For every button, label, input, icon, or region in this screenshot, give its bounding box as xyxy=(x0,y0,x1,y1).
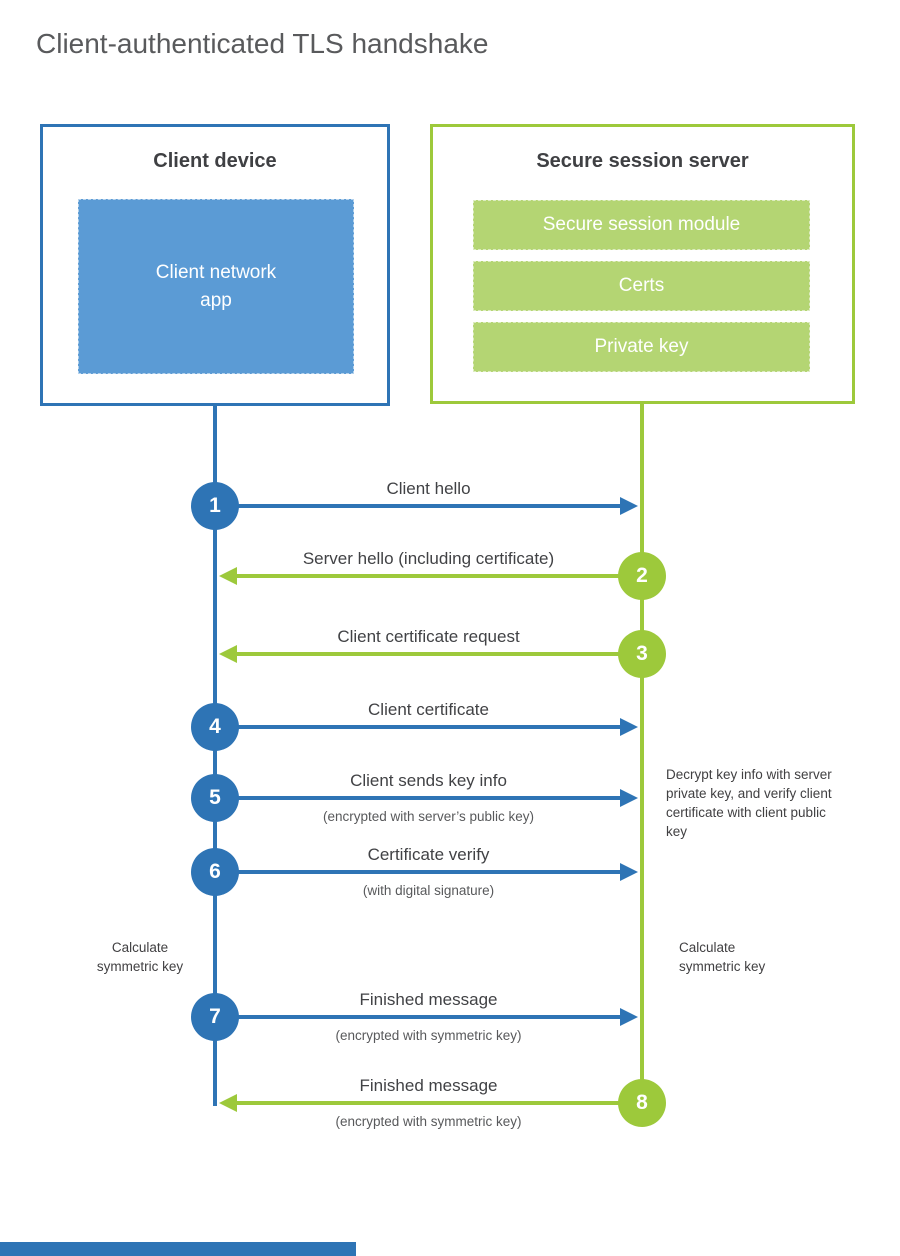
arrow-line xyxy=(215,870,620,874)
footer-bar xyxy=(0,1242,356,1256)
arrow-head-right-icon xyxy=(620,789,638,807)
message-label: Client hello xyxy=(386,479,471,498)
arrow-head-left-icon xyxy=(219,645,237,663)
client-device-box: Client device Client network app xyxy=(40,124,390,406)
arrow-line xyxy=(215,504,620,508)
calculate-symmetric-key-note-client: Calculate symmetric key xyxy=(96,940,184,974)
arrow-line xyxy=(237,574,642,578)
server-lifeline xyxy=(640,404,644,1104)
arrow-head-right-icon xyxy=(620,718,638,736)
decrypt-note: Decrypt key info with server private key… xyxy=(666,767,832,839)
arrow-head-right-icon xyxy=(620,1008,638,1026)
message-label: Client sends key info xyxy=(350,771,507,790)
arrow-line xyxy=(215,1015,620,1019)
step-circle: 8 xyxy=(618,1079,666,1127)
secure-session-module-bar: Secure session module xyxy=(473,200,810,250)
message-label: Certificate verify xyxy=(367,845,490,864)
step-circle: 1 xyxy=(191,482,239,530)
server-box: Secure session server Secure session mod… xyxy=(430,124,855,404)
arrow-head-left-icon xyxy=(219,1094,237,1112)
message-subtext: (encrypted with symmetric key) xyxy=(335,1028,522,1043)
message-label: Finished message xyxy=(359,990,498,1009)
arrow-line xyxy=(237,1101,642,1105)
client-network-app-box: Client network app xyxy=(78,199,354,374)
step-circle: 3 xyxy=(618,630,666,678)
client-network-app-label: Client network app xyxy=(155,261,277,311)
certs-bar: Certs xyxy=(473,261,810,311)
arrow-head-left-icon xyxy=(219,567,237,585)
client-device-title: Client device xyxy=(153,150,277,172)
message-subtext: (encrypted with server’s public key) xyxy=(322,809,535,824)
private-key-bar: Private key xyxy=(473,322,810,372)
step-circle: 2 xyxy=(618,552,666,600)
step-circle: 6 xyxy=(191,848,239,896)
step-circle: 7 xyxy=(191,993,239,1041)
arrow-head-right-icon xyxy=(620,497,638,515)
message-label: Server hello (including certificate) xyxy=(302,549,555,568)
step-circle: 5 xyxy=(191,774,239,822)
message-subtext: (with digital signature) xyxy=(362,883,495,898)
arrow-line xyxy=(215,725,620,729)
step-circle: 4 xyxy=(191,703,239,751)
arrow-head-right-icon xyxy=(620,863,638,881)
client-lifeline xyxy=(213,406,217,1106)
server-title: Secure session server xyxy=(536,150,749,172)
arrow-line xyxy=(215,796,620,800)
calculate-symmetric-key-note-server: Calculate symmetric key xyxy=(679,940,766,974)
message-label: Client certificate xyxy=(368,700,489,719)
message-label: Finished message xyxy=(359,1076,498,1095)
page-title: Client-authenticated TLS handshake xyxy=(36,28,489,59)
arrow-line xyxy=(237,652,642,656)
message-label: Client certificate request xyxy=(337,627,520,646)
message-subtext: (encrypted with symmetric key) xyxy=(335,1114,522,1129)
